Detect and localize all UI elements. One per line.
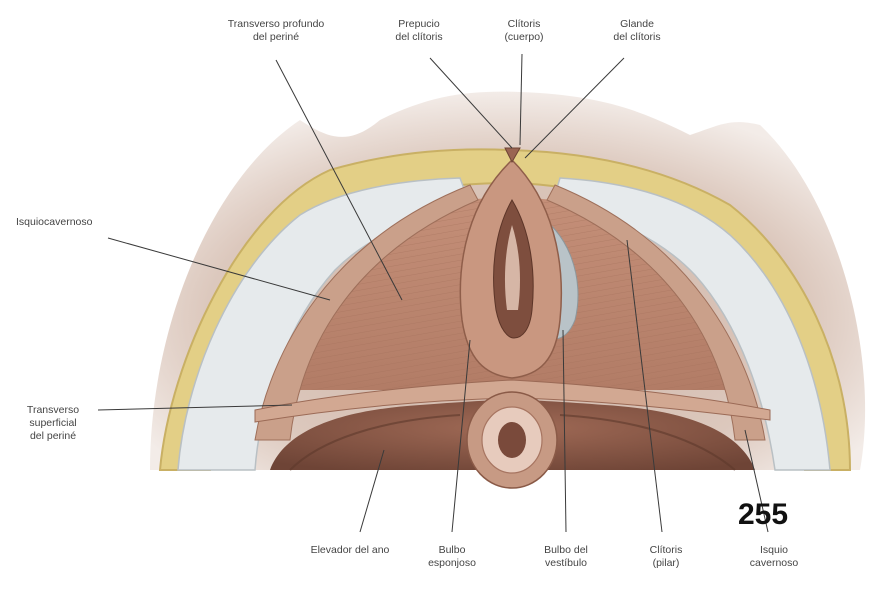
label-line: Isquio [759,544,789,556]
label-line: del clítoris [613,31,661,43]
leader-transverso-superficial [97,404,293,411]
leader-clitoris-cuerpo [519,53,523,146]
label-isquiocavernoso-right: Isquio cavernoso [734,544,814,570]
vaginal-inner [504,225,520,310]
label-line: esponjoso [428,557,476,569]
fascia-right [551,177,831,471]
label-line: Prepucio [398,18,440,30]
leader-lines [97,53,769,533]
clitoris-apex [504,147,521,164]
label-line: cavernoso [749,557,799,569]
label-line: Clítoris [507,18,541,30]
label-line: del periné [29,430,77,442]
label-transverso-superficial: Transverso superficial del periné [12,404,94,443]
leader-isquiocavernoso-left [107,237,331,301]
label-line: Bulbo [438,544,466,556]
label-line: Elevador del ano [310,544,390,556]
transverse-superficial-shape [254,379,771,423]
label-isquiocavernoso-left: Isquiocavernoso [16,216,92,229]
leader-elevador [359,449,385,533]
label-clitoris-cuerpo: Clítoris (cuerpo) [484,18,564,44]
label-bulbo-vestibulo: Bulbo del vestíbulo [526,544,606,570]
leader-bulbo-vestibulo [562,329,567,533]
leader-transverso-profundo [275,59,403,301]
label-line: del periné [252,31,300,43]
figure-number: 255 [738,498,789,531]
label-line: vestíbulo [544,557,588,569]
label-line: Isquiocavernoso [16,216,93,228]
label-prepucio: Prepucio del clítoris [374,18,464,44]
label-clitoris-pilar: Clítoris (pilar) [628,544,704,570]
leader-clitoris-pilar [626,239,663,533]
leader-prepucio [429,57,513,149]
levator-fibers [289,414,736,471]
label-line: (cuerpo) [504,31,544,43]
leader-isquiocavernoso-right [744,429,769,533]
label-line: Clítoris [649,544,683,556]
label-line: Transverso [26,404,80,416]
label-bulbo-esponjoso: Bulbo esponjoso [412,544,492,570]
label-glande: Glande del clítoris [592,18,682,44]
label-line: (pilar) [652,557,680,569]
label-elevador-ano: Elevador del ano [290,544,410,557]
label-line: del clítoris [395,31,443,43]
leader-glande [524,57,625,159]
anus-inner [498,422,526,458]
label-line: Glande [620,18,654,30]
leader-bulbo-esponjoso [451,339,471,533]
label-line: superficial [29,417,77,429]
label-transverso-profundo: Transverso profundo del periné [206,18,346,44]
label-line: Transverso profundo [227,18,325,30]
label-line: Bulbo del [544,544,588,556]
